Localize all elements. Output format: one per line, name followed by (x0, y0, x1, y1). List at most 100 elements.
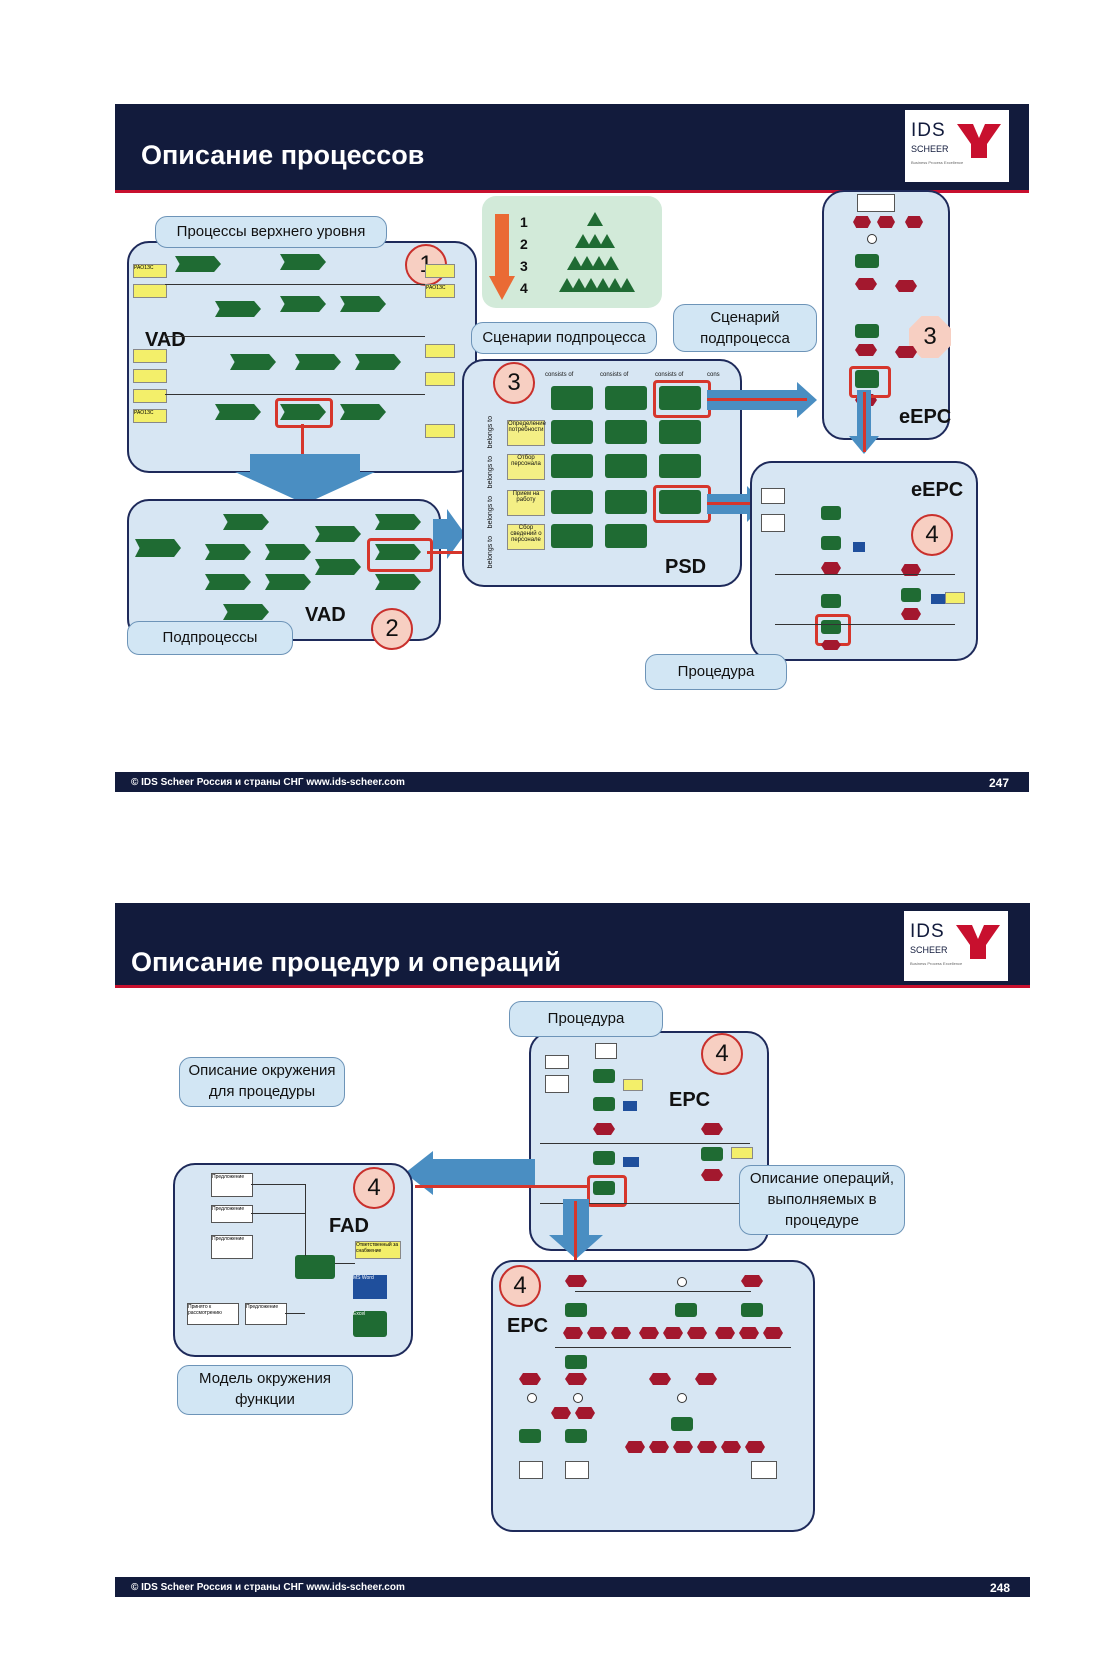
epc2-event (715, 1327, 735, 1339)
red-arrow-left (415, 1185, 589, 1188)
psd-cell (551, 454, 593, 478)
fad-label: FAD (329, 1215, 369, 1237)
psd-cell (605, 490, 647, 514)
page-number: 248 (989, 1581, 1010, 1595)
psd-cell (659, 454, 701, 478)
slide-footer: © IDS Scheer Россия и страны СНГ www.ids… (115, 772, 1029, 792)
epc-top-highlight (587, 1175, 627, 1207)
epc-function (593, 1181, 615, 1195)
vad-connector (165, 394, 425, 395)
psd-cell (659, 490, 701, 514)
psd-cell (605, 524, 647, 548)
epc2-doc (751, 1461, 777, 1479)
psd-col-header-3: consists of (655, 372, 684, 378)
blue-arrow-down (235, 454, 375, 504)
epc-event (701, 1123, 723, 1135)
eepc2-event (821, 562, 841, 574)
epc2-doc (565, 1461, 589, 1479)
epc2-event (663, 1327, 683, 1339)
footer-copyright: © IDS Scheer Россия и страны СНГ www.ids… (131, 777, 405, 788)
callout-procedure: Процедура (645, 654, 787, 690)
epc-event (701, 1169, 723, 1181)
eepc-doc (857, 194, 895, 212)
psd-col-header-1: consists of (545, 372, 574, 378)
callout-operations-desc: Описание операций, выполняемых в процеду… (739, 1165, 905, 1235)
eepc2-function (901, 588, 921, 602)
logo-scheer-text: SCHEER (911, 144, 949, 154)
psd-cell (605, 454, 647, 478)
eepc2-event (901, 608, 921, 620)
epc2-function (671, 1417, 693, 1431)
fad-org: Ответственный за снабжение (355, 1241, 401, 1259)
epc2-line (555, 1347, 791, 1348)
green-pyramid-icon (559, 212, 635, 292)
eepc2-event (901, 564, 921, 576)
eepc-event (877, 216, 895, 228)
epc-top-label: EPC (669, 1089, 711, 1111)
psd-highlight-mid (653, 485, 711, 523)
vad-sub-function (205, 544, 251, 560)
slide-247: Описание процессов IDS SCHEER Business P… (115, 104, 1029, 792)
vad-connector (165, 284, 425, 285)
badge-4-fad: 4 (353, 1167, 395, 1209)
pyramid-level-3: 3 (520, 258, 528, 274)
epc2-event (611, 1327, 631, 1339)
psd-vertical-label: belongs to (487, 496, 494, 529)
fad-line (285, 1313, 305, 1314)
vad-function (340, 296, 386, 312)
red-arrow-right-2 (707, 398, 807, 401)
vad-sub-function (375, 514, 421, 530)
epc2-event (625, 1441, 645, 1453)
red-arrow-down-2 (863, 392, 866, 452)
vad-connector (165, 336, 425, 337)
psd-vertical-label: belongs to (487, 456, 494, 489)
epc2-function (565, 1355, 587, 1369)
fad-line (251, 1213, 305, 1214)
pyramid-level-2: 2 (520, 236, 528, 252)
vad-sub-function (315, 526, 361, 542)
vad-function (280, 404, 326, 420)
fad-item-1: Предложение (211, 1173, 253, 1197)
epc2-event (739, 1327, 759, 1339)
vad-function (280, 254, 326, 270)
eepc-bottom-label: eEPC (911, 479, 964, 501)
psd-cell (551, 524, 593, 548)
vad-org-5 (133, 389, 167, 403)
logo-mark-icon (956, 925, 1000, 959)
epc2-event (687, 1327, 707, 1339)
epc2-connector (677, 1277, 687, 1287)
eepc-event (853, 216, 871, 228)
epc2-line (575, 1291, 751, 1292)
epc2-doc (519, 1461, 543, 1479)
eepc2-event (821, 640, 841, 650)
eepc-connector (867, 234, 877, 244)
epc2-connector (527, 1393, 537, 1403)
epc2-event (639, 1327, 659, 1339)
vad-org-2 (133, 284, 167, 298)
psd-col-header-2: consists of (600, 372, 629, 378)
psd-row-label-3: Прием на работу (507, 490, 545, 516)
vad-bottom-label: VAD (305, 604, 346, 626)
eepc-function (855, 324, 879, 338)
header-red-line (115, 985, 1030, 988)
epc-system (623, 1101, 637, 1111)
eepc-event (895, 346, 917, 358)
vad-org-4 (133, 369, 167, 383)
epc-bottom-panel (491, 1260, 815, 1532)
eepc-top-label: eEPC (899, 406, 952, 428)
epc2-event (673, 1441, 693, 1453)
logo-tagline: Business Process Excellence (911, 160, 964, 165)
fad-function (295, 1255, 335, 1279)
epc2-event (587, 1327, 607, 1339)
callout-subprocesses: Подпроцессы (127, 621, 293, 655)
vad-sub-function (223, 604, 269, 620)
eepc2-function (821, 506, 841, 520)
vad-top-highlight (275, 398, 333, 428)
psd-vertical-label: belongs to (487, 536, 494, 569)
eepc-top-panel (822, 190, 950, 440)
vad-org-11 (425, 424, 455, 438)
eepc-event (905, 216, 923, 228)
red-arrow-down-3 (574, 1201, 577, 1263)
psd-cell (659, 420, 701, 444)
epc-function (593, 1069, 615, 1083)
